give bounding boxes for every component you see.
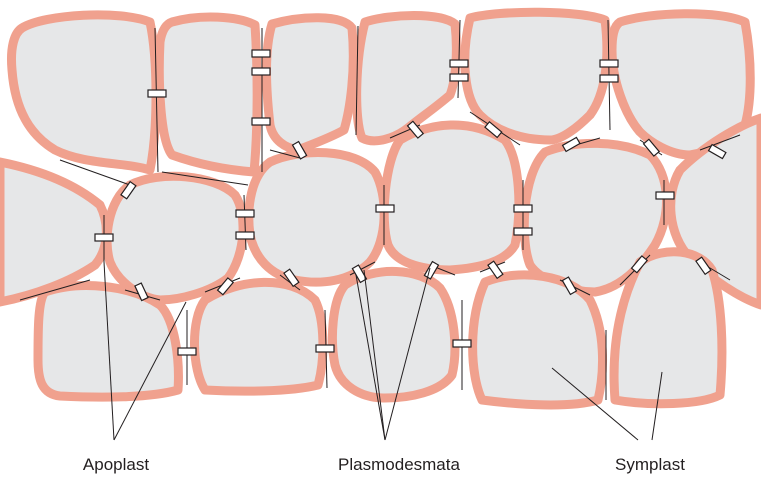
cell-mid-left-edge xyxy=(0,162,106,302)
plasmodesma xyxy=(453,340,471,347)
labels: Apoplast Plasmodesmata Symplast xyxy=(83,455,685,474)
symplast-label: Symplast xyxy=(615,455,685,474)
cell-top-2 xyxy=(159,17,257,172)
plasmodesma xyxy=(450,60,468,67)
cell-bot-2 xyxy=(194,282,322,391)
plasmodesma xyxy=(252,68,270,75)
plasmodesma xyxy=(148,90,166,97)
cell-bot-3 xyxy=(332,271,454,398)
plasmodesmata-label: Plasmodesmata xyxy=(338,455,460,474)
cell-top-3 xyxy=(267,18,354,150)
plasmodesma xyxy=(95,234,113,241)
plasmodesma xyxy=(514,228,532,235)
plasmodesma xyxy=(316,345,334,352)
plasmodesma xyxy=(656,192,674,199)
cell-top-1 xyxy=(11,15,156,170)
plasmodesma xyxy=(514,205,532,212)
plasmodesma xyxy=(236,210,254,217)
plasmodesma xyxy=(178,348,196,355)
cell-bot-4 xyxy=(473,275,603,405)
plasmodesma xyxy=(450,74,468,81)
apoplast-label: Apoplast xyxy=(83,455,149,474)
plasmodesma xyxy=(252,50,270,57)
plasmodesma xyxy=(376,205,394,212)
plasmodesma xyxy=(600,75,618,82)
plasmodesma xyxy=(236,232,254,239)
cell-mid-2 xyxy=(249,153,384,283)
plasmodesma xyxy=(252,118,270,125)
cell-mid-3 xyxy=(384,125,519,270)
plasmodesma xyxy=(600,60,618,67)
cell-top-5 xyxy=(465,12,607,140)
